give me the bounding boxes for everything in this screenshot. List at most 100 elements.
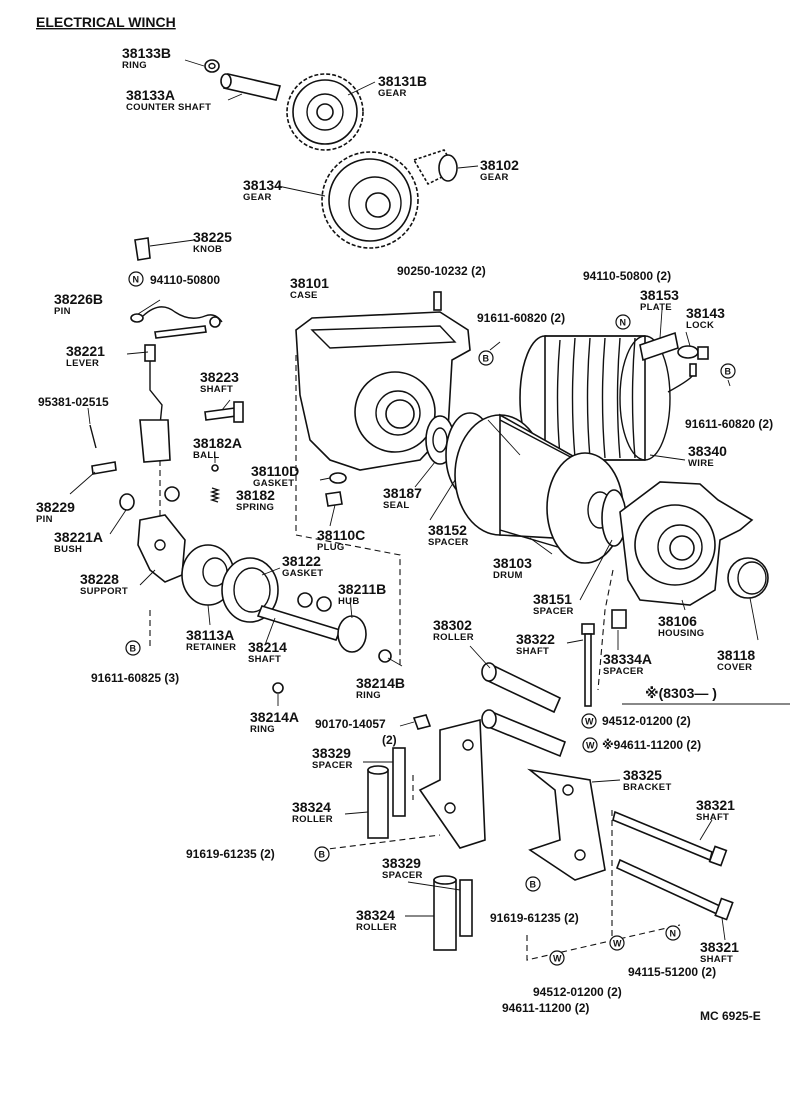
svg-text:38228: 38228 [80, 571, 119, 587]
svg-text:RING: RING [356, 690, 381, 701]
plug-drawing [325, 491, 343, 507]
rings-38214-drawing [272, 649, 392, 694]
svg-text:ROLLER: ROLLER [356, 922, 397, 933]
drum-drawing [454, 413, 624, 564]
svg-text:BALL: BALL [193, 450, 220, 461]
svg-text:38321: 38321 [700, 939, 739, 955]
svg-text:CASE: CASE [290, 290, 318, 301]
label-90170: 90170-14057(2) [315, 717, 397, 747]
svg-text:38329: 38329 [382, 855, 421, 871]
svg-text:COVER: COVER [717, 662, 752, 673]
svg-text:38151: 38151 [533, 591, 572, 607]
gear-38102-drawing [412, 149, 458, 186]
label-94512-b: 94512-01200 (2) [533, 985, 622, 999]
svg-text:38302: 38302 [433, 617, 472, 633]
svg-text:ROLLER: ROLLER [433, 632, 474, 643]
shaft-38223-drawing [204, 401, 244, 423]
svg-text:GASKET: GASKET [282, 568, 323, 579]
gear-38134-drawing [321, 151, 419, 249]
svg-text:GEAR: GEAR [378, 88, 407, 99]
symbol-n-2: N [615, 314, 631, 330]
svg-text:38182A: 38182A [193, 435, 242, 451]
gear-38131B-drawing [286, 73, 364, 151]
svg-text:90250-10232 (2): 90250-10232 (2) [397, 264, 486, 278]
svg-text:W: W [553, 954, 562, 964]
ring-38133B-drawing [204, 59, 220, 73]
svg-text:SHAFT: SHAFT [700, 954, 733, 965]
svg-text:N: N [133, 275, 140, 285]
left-bracket-drawing [418, 718, 486, 849]
svg-text:B: B [130, 644, 137, 654]
svg-text:BRACKET: BRACKET [623, 782, 672, 793]
svg-text:HUB: HUB [338, 596, 359, 607]
shaft-38322-drawing [581, 623, 595, 707]
housing-drawing [619, 481, 754, 606]
svg-text:94512-01200 (2): 94512-01200 (2) [602, 714, 691, 728]
svg-text:SPACER: SPACER [312, 760, 353, 771]
symbol-b-4: B [314, 846, 330, 862]
roller-38302-drawing [481, 662, 562, 714]
pin-95381-drawing [89, 424, 97, 449]
svg-text:38133B: 38133B [122, 45, 171, 61]
label-94512-a: 94512-01200 (2) [602, 714, 691, 728]
svg-text:38325: 38325 [623, 767, 662, 783]
symbol-b-3: B [125, 640, 141, 656]
gasket-38110D-drawing [329, 472, 347, 484]
svg-text:91619-61235 (2): 91619-61235 (2) [490, 911, 579, 925]
svg-text:PLUG: PLUG [317, 542, 345, 553]
roller-lower-drawing [481, 709, 567, 758]
spacer-38334A-drawing [611, 609, 627, 629]
svg-text:HOUSING: HOUSING [658, 628, 704, 639]
svg-text:38133A: 38133A [126, 87, 175, 103]
svg-text:38101: 38101 [290, 275, 329, 291]
serial-note: ※(8303— ) [645, 685, 717, 701]
svg-text:38152: 38152 [428, 522, 467, 538]
spacer-roller-upper-drawing [367, 747, 406, 839]
lever-drawing [139, 344, 171, 463]
svg-text:38187: 38187 [383, 485, 422, 501]
svg-text:91611-60820 (2): 91611-60820 (2) [477, 311, 565, 325]
cover-drawing [727, 557, 769, 599]
symbol-n-3: N [665, 925, 681, 941]
svg-text:38226B: 38226B [54, 291, 103, 307]
svg-text:(2): (2) [382, 733, 397, 747]
label-91611-b: 91611-60820 (2) [685, 417, 773, 431]
ball-spring-drawing [209, 464, 221, 503]
symbol-b-5: B [525, 876, 541, 892]
pin-90250-drawing [433, 291, 442, 311]
bracket-38325-drawing [527, 768, 606, 881]
svg-text:91611-60820 (2): 91611-60820 (2) [685, 417, 773, 431]
svg-text:LOCK: LOCK [686, 320, 714, 331]
symbol-w-4: W [549, 950, 565, 966]
svg-text:38131B: 38131B [378, 73, 427, 89]
svg-text:SPACER: SPACER [428, 537, 469, 548]
svg-text:SPACER: SPACER [382, 870, 423, 881]
label-90250: 90250-10232 (2) [397, 264, 486, 278]
svg-text:GEAR: GEAR [480, 172, 509, 183]
label-91611-c: 91611-60825 (3) [91, 671, 179, 685]
plate-lock-drawing [639, 331, 709, 362]
svg-text:38225: 38225 [193, 229, 232, 245]
svg-text:SPACER: SPACER [603, 666, 644, 677]
shaft-38321-upper-drawing [612, 810, 728, 867]
